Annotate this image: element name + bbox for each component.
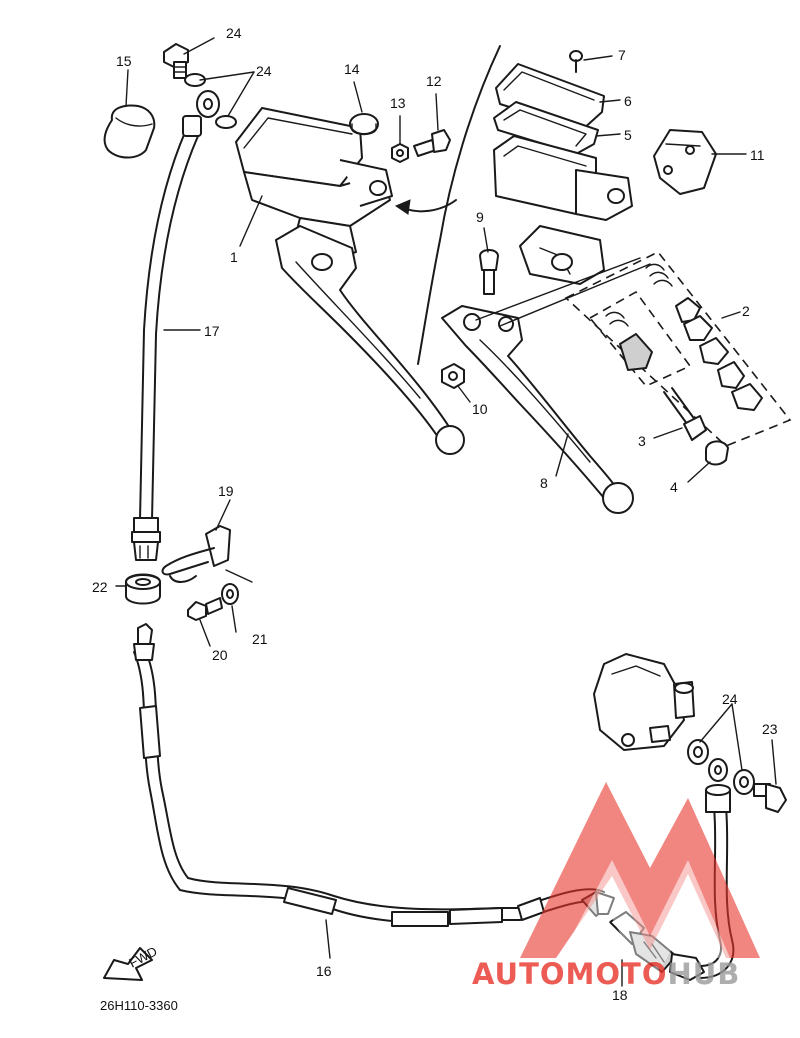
hose-clamp-19	[161, 525, 253, 583]
drawing-code: 26H110-3360	[100, 998, 178, 1013]
brake-hose-17	[131, 90, 220, 561]
watermark-text-gray: HUB	[667, 957, 740, 991]
union-bolt-23-upper	[163, 43, 237, 129]
callout-labels: 24 24 15 14 13 12 1 17 7 6 5 11 9 2 10 3…	[92, 25, 778, 1003]
callout-21: 21	[252, 631, 268, 647]
callout-3: 3	[638, 433, 646, 449]
callout-16: 16	[316, 963, 332, 979]
callout-12: 12	[426, 73, 442, 89]
piston-kit-2	[564, 250, 792, 447]
callout-20: 20	[212, 647, 228, 663]
callout-9: 9	[476, 209, 484, 225]
callout-1: 1	[230, 249, 238, 265]
screw-7	[569, 50, 583, 73]
brake-lever-8	[441, 305, 634, 514]
brake-hose-16	[133, 623, 615, 927]
bolt-12	[413, 129, 451, 157]
washers-24-lower	[687, 739, 755, 795]
brake-lever-left	[275, 225, 465, 455]
master-cylinder-body	[493, 135, 633, 285]
callout-19: 19	[218, 483, 234, 499]
pivot-bolt-9	[479, 249, 499, 295]
automotohub-watermark: AUTOMOTOHUB	[472, 782, 760, 991]
callout-22: 22	[92, 579, 108, 595]
washer-21	[221, 583, 239, 605]
nut-10	[441, 363, 465, 389]
diaphragm-5	[493, 101, 599, 155]
fwd-label: FWD	[126, 944, 159, 971]
callout-15: 15	[116, 53, 132, 69]
svg-text:AUTOMOTOHUB: AUTOMOTOHUB	[472, 957, 740, 991]
callout-8: 8	[540, 475, 548, 491]
callout-23-lower: 23	[762, 721, 778, 737]
callout-11: 11	[750, 147, 765, 163]
callout-5: 5	[624, 127, 632, 143]
callout-6: 6	[624, 93, 632, 109]
callout-18: 18	[612, 987, 628, 1003]
callout-13: 13	[390, 95, 406, 111]
leader-lines	[115, 37, 777, 987]
union-bolt-23-lower	[753, 783, 787, 813]
callout-10: 10	[472, 401, 488, 417]
rubber-boot-15	[103, 104, 156, 159]
bolt-20	[187, 597, 223, 621]
callout-2: 2	[742, 303, 750, 319]
callout-4: 4	[670, 479, 678, 495]
watermark-logo-icon	[520, 782, 760, 990]
watermark-text-red: AUTOMOTO	[472, 957, 667, 991]
push-rod-3	[663, 387, 707, 441]
callout-7: 7	[618, 47, 626, 63]
brake-caliper	[593, 653, 695, 751]
boot-4	[705, 440, 729, 466]
callout-24-lower: 24	[722, 691, 738, 707]
cap-14	[349, 113, 379, 136]
callout-24-upper: 24	[256, 63, 272, 79]
forward-arrow: FWD	[103, 944, 160, 981]
nut-13	[391, 143, 409, 163]
callout-17: 17	[204, 323, 220, 339]
grommet-22	[125, 573, 161, 605]
bracket-11	[653, 129, 717, 195]
callout-14: 14	[344, 61, 360, 77]
callout-23-upper: 24	[226, 25, 242, 41]
reservoir-cap-6	[495, 63, 605, 131]
